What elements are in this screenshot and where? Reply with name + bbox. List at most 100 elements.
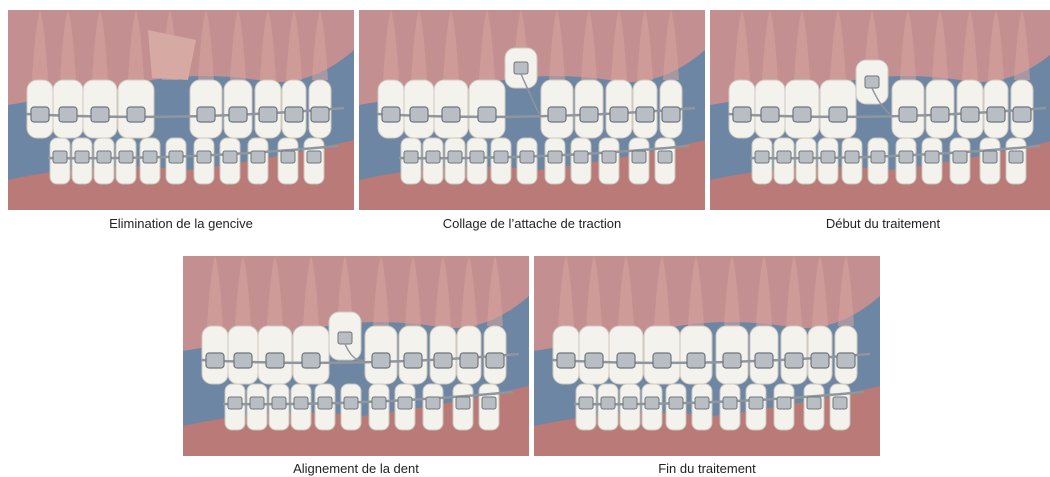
upper-bracket — [302, 353, 320, 368]
upper-bracket — [410, 107, 428, 122]
traction-attachment — [514, 62, 528, 74]
lower-bracket — [426, 151, 440, 163]
lower-bracket — [119, 151, 133, 163]
upper-bracket — [404, 353, 422, 368]
upper-bracket — [259, 107, 277, 122]
lower-bracket — [426, 397, 440, 409]
lower-bracket — [695, 397, 709, 409]
lower-bracket — [520, 151, 534, 163]
lower-bracket — [318, 397, 332, 409]
panel-gum-removal — [8, 10, 354, 210]
lower-bracket — [749, 397, 763, 409]
upper-bracket — [653, 353, 671, 368]
lower-bracket — [632, 151, 646, 163]
upper-bracket — [127, 107, 145, 122]
upper-bracket — [636, 107, 654, 122]
upper-bracket — [723, 353, 741, 368]
lower-bracket — [97, 151, 111, 163]
lower-bracket — [251, 151, 265, 163]
upper-bracket — [899, 107, 917, 122]
lower-bracket — [953, 151, 967, 163]
upper-bracket — [372, 353, 390, 368]
lower-bracket — [845, 151, 859, 163]
upper-bracket — [548, 107, 566, 122]
upper-bracket — [733, 107, 751, 122]
lower-bracket — [272, 397, 286, 409]
lower-bracket — [658, 151, 672, 163]
braces-illustration-1 — [8, 10, 354, 210]
braces-illustration-4 — [183, 256, 529, 456]
upper-bracket — [59, 107, 77, 122]
lower-bracket — [548, 151, 562, 163]
upper-bracket — [617, 353, 635, 368]
upper-bracket — [460, 353, 478, 368]
lower-bracket — [574, 151, 588, 163]
upper-bracket — [662, 107, 680, 122]
caption-traction-bonding: Collage de l’attache de traction — [359, 216, 705, 232]
upper-bracket — [961, 107, 979, 122]
lower-bracket — [755, 151, 769, 163]
upper-bracket — [837, 353, 855, 368]
braces-illustration-5 — [534, 256, 880, 456]
upper-bracket — [793, 107, 811, 122]
upper-bracket — [1013, 107, 1031, 122]
lower-bracket — [398, 397, 412, 409]
braces-illustration-2 — [359, 10, 705, 210]
upper-bracket — [434, 353, 452, 368]
upper-bracket — [755, 353, 773, 368]
lower-bracket — [75, 151, 89, 163]
lower-bracket — [579, 397, 593, 409]
upper-bracket — [486, 353, 504, 368]
caption-gum-removal: Elimination de la gencive — [8, 216, 354, 232]
lower-bracket — [143, 151, 157, 163]
upper-bracket — [266, 353, 284, 368]
upper-bracket — [229, 107, 247, 122]
lower-bracket — [623, 397, 637, 409]
upper-bracket — [478, 107, 496, 122]
lower-bracket — [197, 151, 211, 163]
lower-bracket — [250, 397, 264, 409]
upper-bracket — [931, 107, 949, 122]
panel-tooth-alignment — [183, 256, 529, 456]
lower-bracket — [372, 397, 386, 409]
lower-bracket — [821, 151, 835, 163]
upper-bracket — [91, 107, 109, 122]
upper-bracket — [829, 107, 847, 122]
lower-bracket — [482, 397, 496, 409]
lower-bracket — [223, 151, 237, 163]
lower-bracket — [601, 397, 615, 409]
lower-bracket — [645, 397, 659, 409]
lower-bracket — [169, 151, 183, 163]
caption-treatment-start: Début du traitement — [710, 216, 1050, 232]
upper-bracket — [761, 107, 779, 122]
lower-bracket — [777, 151, 791, 163]
lower-bracket — [294, 397, 308, 409]
upper-bracket — [785, 353, 803, 368]
panel-treatment-end — [534, 256, 880, 456]
lower-bracket — [448, 151, 462, 163]
upper-bracket — [234, 353, 252, 368]
lower-bracket — [777, 397, 791, 409]
traction-attachment — [865, 76, 879, 88]
lower-bracket — [925, 151, 939, 163]
lower-bracket — [899, 151, 913, 163]
lower-bracket — [404, 151, 418, 163]
upper-bracket — [311, 107, 329, 122]
lower-bracket — [494, 151, 508, 163]
lower-bracket — [228, 397, 242, 409]
upper-bracket — [811, 353, 829, 368]
upper-bracket — [382, 107, 400, 122]
lower-bracket — [307, 151, 321, 163]
braces-illustration-3 — [710, 10, 1050, 210]
upper-bracket — [987, 107, 1005, 122]
upper-bracket — [285, 107, 303, 122]
lower-bracket — [723, 397, 737, 409]
lower-bracket — [456, 397, 470, 409]
upper-bracket — [687, 353, 705, 368]
upper-bracket — [580, 107, 598, 122]
traction-attachment — [338, 332, 352, 344]
panel-treatment-start — [710, 10, 1050, 210]
lower-bracket — [669, 397, 683, 409]
lower-bracket — [807, 397, 821, 409]
lower-bracket — [53, 151, 67, 163]
